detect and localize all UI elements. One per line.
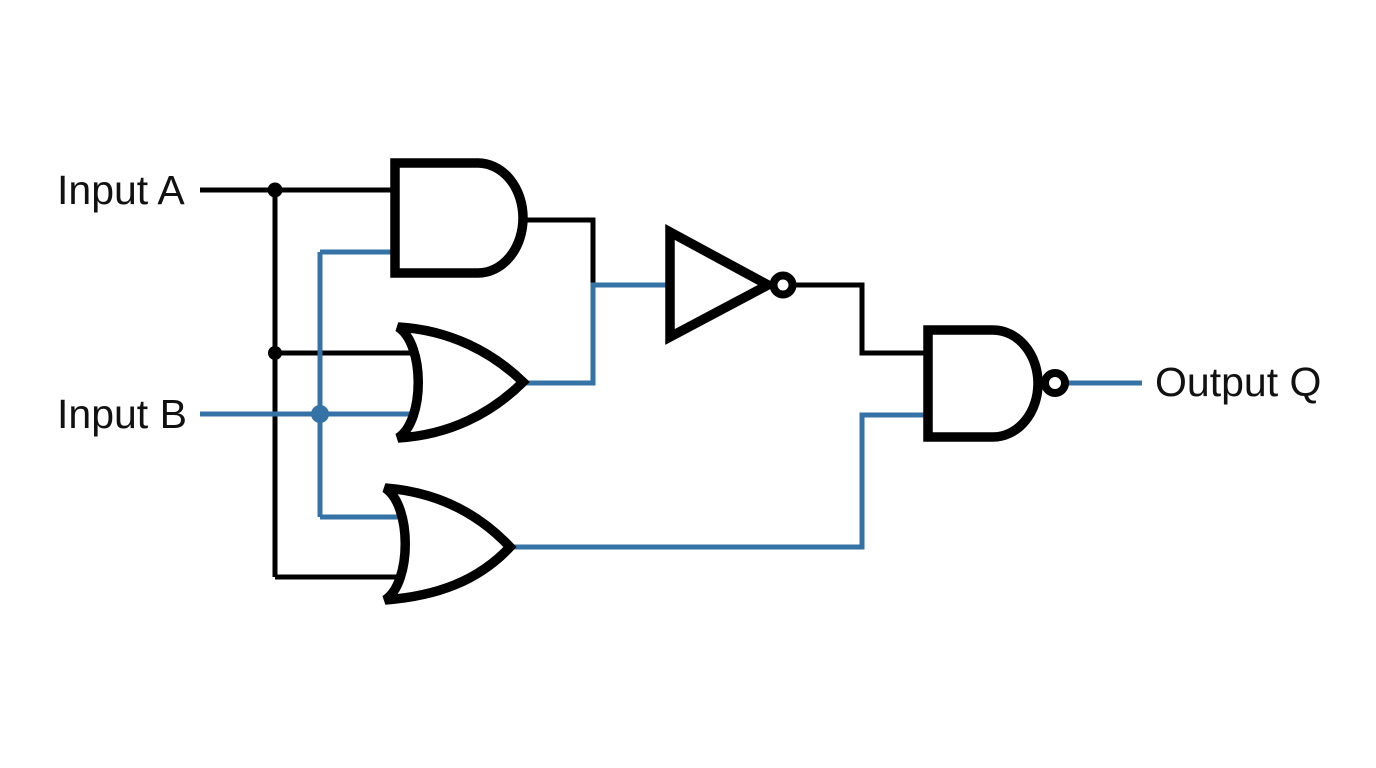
junction-dot-a-or1 — [268, 346, 282, 360]
nand-gate-bubble — [1041, 369, 1069, 397]
junction-dot-input-b — [311, 405, 329, 423]
wire-not-output-to-nand — [795, 282, 932, 356]
wire-or1-output-to-not — [520, 282, 672, 386]
not-gate-bubble — [769, 271, 797, 299]
input-a-label: Input A — [57, 167, 185, 213]
and-gate — [390, 158, 528, 278]
or-gate-middle — [379, 321, 530, 444]
wire-or2-output-to-nand — [506, 412, 932, 550]
nand-gate — [923, 325, 1043, 442]
input-b-label: Input B — [57, 391, 187, 437]
junction-dot-input-a — [267, 182, 283, 198]
wire-and-output — [520, 217, 596, 285]
not-gate — [665, 224, 779, 345]
or-gate-bottom — [381, 483, 517, 605]
output-q-label: Output Q — [1155, 359, 1321, 405]
